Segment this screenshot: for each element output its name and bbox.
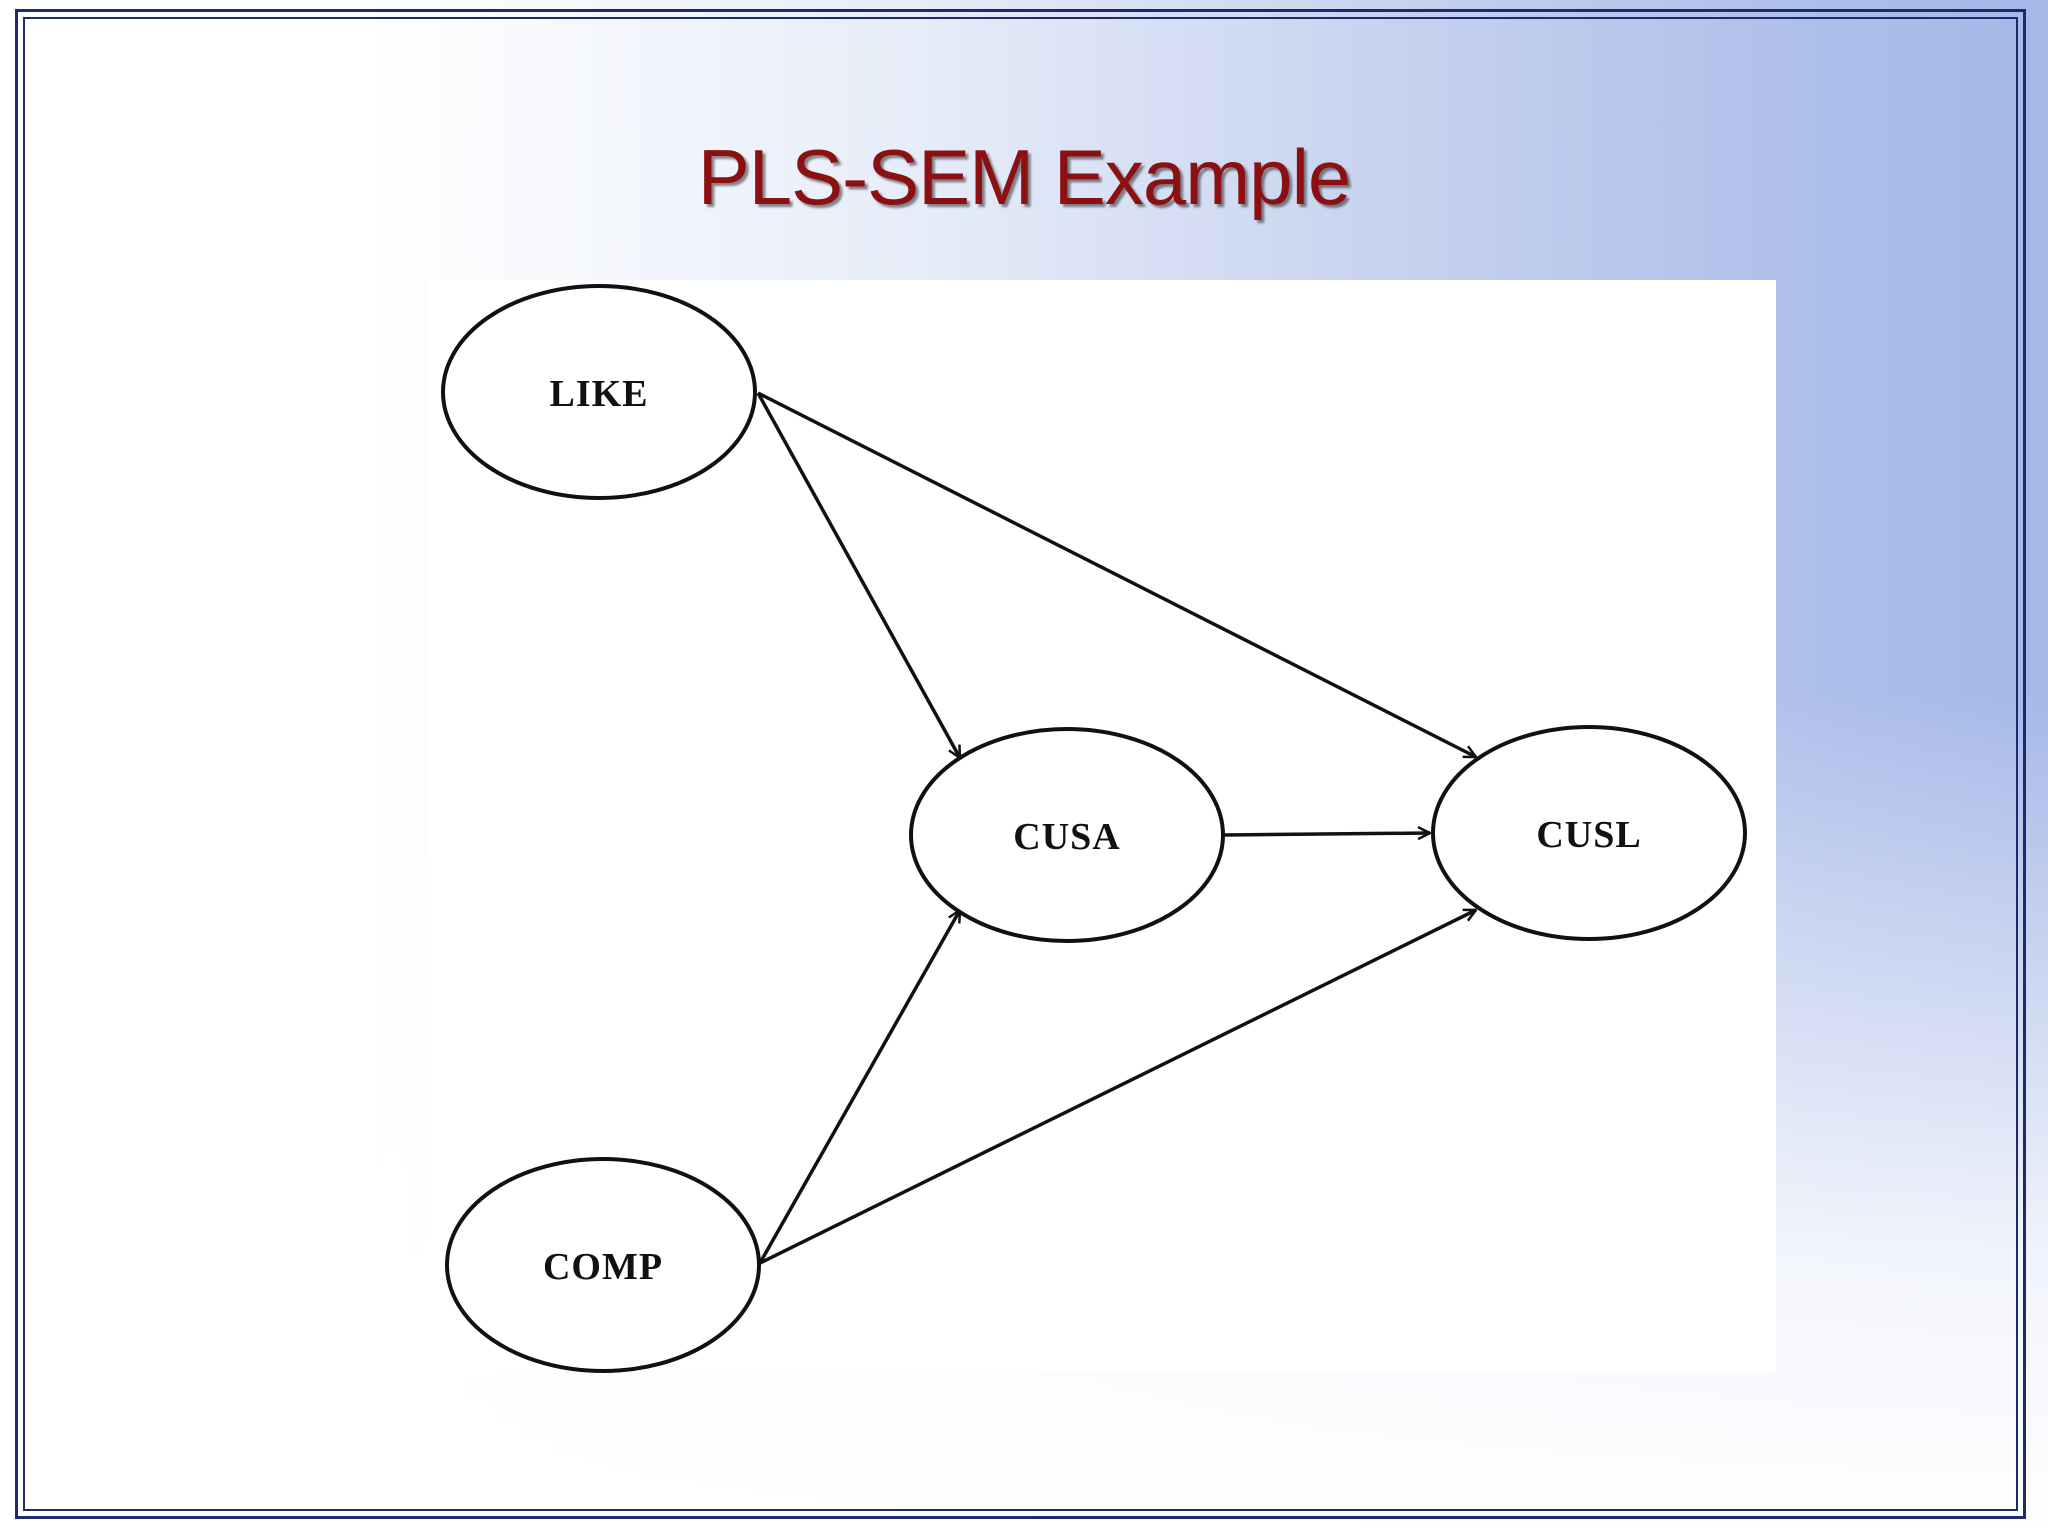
edge-like-to-cusa bbox=[756, 392, 962, 758]
edge-comp-to-cusa bbox=[758, 910, 962, 1264]
edge-comp-to-cusl bbox=[759, 908, 1476, 1265]
node-comp: COMP bbox=[445, 1157, 761, 1373]
node-comp-label: COMP bbox=[543, 1246, 663, 1288]
node-like: LIKE bbox=[441, 284, 757, 500]
node-cusa: CUSA bbox=[909, 727, 1225, 943]
node-like-label: LIKE bbox=[549, 373, 648, 415]
node-cusl: CUSL bbox=[1431, 725, 1747, 941]
edge-cusa-to-cusl bbox=[1224, 833, 1430, 835]
edge-like-to-cusl bbox=[757, 391, 1476, 759]
slide-border-inner bbox=[23, 17, 2018, 1511]
node-cusl-label: CUSL bbox=[1536, 814, 1641, 856]
slide-border-outer bbox=[15, 9, 2026, 1519]
slide-title: PLS-SEM Example bbox=[697, 133, 1352, 221]
node-cusa-label: CUSA bbox=[1013, 816, 1120, 858]
